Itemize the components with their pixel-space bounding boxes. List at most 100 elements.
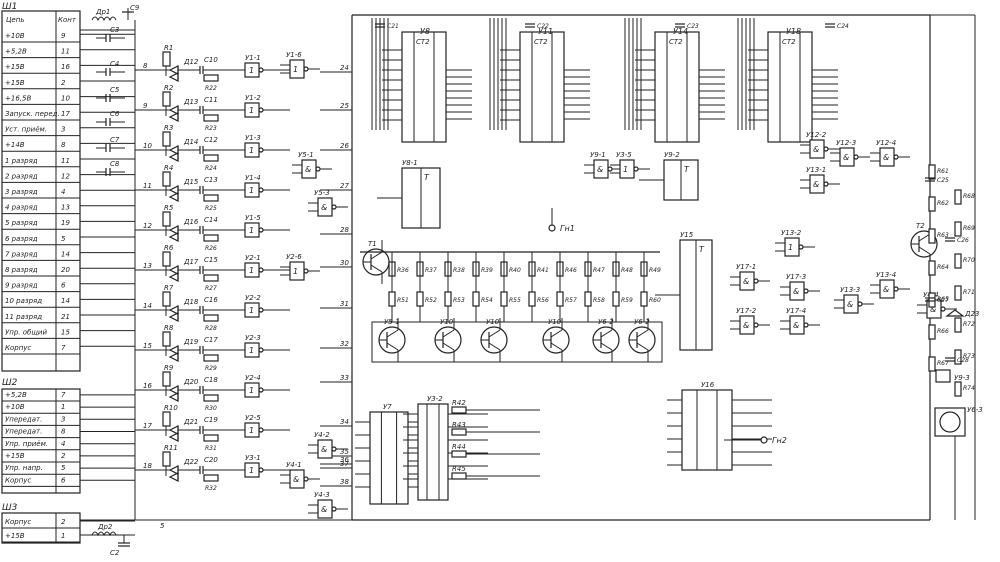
capacitor-label: C20	[204, 456, 218, 464]
resistor-label: R7	[164, 284, 174, 292]
resistor-label: R38	[453, 267, 465, 274]
capacitor-label: C13	[204, 176, 218, 184]
connector-row: Упр. приём.4	[2, 440, 135, 451]
transistor-label: Т1	[368, 240, 377, 248]
resistor	[203, 114, 219, 122]
resistor-label: R37	[425, 267, 437, 274]
resistor	[203, 314, 219, 322]
meter-block: У6-3	[934, 406, 983, 437]
capacitor-label: C25	[937, 177, 949, 184]
diode	[168, 265, 179, 282]
resistor-label: R29	[205, 365, 217, 372]
transistor-group	[371, 321, 663, 363]
chip-type: СТ2	[416, 38, 430, 46]
resistor-label: R32	[205, 485, 217, 492]
gate-label: У17-4	[786, 307, 806, 315]
pin-label: 10	[143, 142, 152, 150]
circuit-name: +15В	[5, 79, 25, 87]
gate-symbol: &	[793, 321, 799, 330]
gate-symbol: &	[597, 165, 603, 174]
diode	[168, 105, 179, 122]
flipflop-chip: ТУ9-2	[639, 151, 699, 201]
resistor-label: R48	[621, 267, 633, 274]
capacitor-label: C27	[937, 297, 949, 304]
diode	[168, 225, 179, 242]
chip-label: У18	[786, 27, 801, 36]
gate-symbol: &	[321, 445, 327, 454]
gate-symbol: 1	[249, 386, 254, 395]
pin-label: 8	[143, 62, 148, 70]
resistor-label: R58	[593, 297, 605, 304]
inverter-gate: 1У2-2	[244, 294, 264, 318]
resistor-label: R28	[205, 325, 217, 332]
capacitor-label: C6	[110, 110, 120, 118]
bus-pin: 27	[340, 182, 349, 190]
circuit-name: Упр. общий	[5, 328, 47, 336]
gate-label: У2-4	[245, 374, 261, 382]
gate-symbol: 1	[249, 306, 254, 315]
logic-gate: &У4-2	[308, 431, 348, 459]
gate-label: У1-6	[286, 51, 302, 59]
resistor	[162, 371, 171, 387]
bus-pin: 33	[340, 374, 349, 382]
resistor-label: R27	[205, 285, 217, 292]
gate-label: У2-1	[245, 254, 261, 262]
resistor: R59	[612, 252, 633, 322]
capacitor-label: C15	[204, 256, 218, 264]
gate-label: У1-5	[245, 214, 261, 222]
resistor-label: R4	[164, 164, 173, 172]
diode-label: Д15	[183, 178, 199, 186]
resistor	[162, 51, 171, 67]
capacitor-label: C8	[110, 160, 120, 168]
resistor: R42	[451, 399, 540, 414]
gate-symbol: &	[793, 287, 799, 296]
flipflop-chip: ТУ8-1	[377, 159, 441, 229]
inverter-gate: 1У1-3	[244, 134, 264, 158]
circuit-name: 2 разряд	[5, 172, 38, 180]
resistor: R51	[388, 252, 409, 322]
contact-number: 14	[61, 297, 70, 305]
capacitor: C27	[925, 297, 949, 304]
diode-label: Д14	[183, 138, 198, 146]
chip-label: У8	[420, 27, 430, 36]
resistor: R52	[416, 252, 437, 322]
resistor: R72	[954, 317, 975, 333]
chip-label: У9-2	[664, 151, 680, 159]
resistor-label: R67	[937, 360, 949, 367]
logic-gate: &У17-3	[780, 273, 820, 301]
resistor-label: R70	[963, 257, 975, 264]
resistor-label: R65	[937, 296, 949, 303]
gate-label: У4-1	[286, 461, 302, 469]
contact-number: 4	[61, 188, 65, 196]
resistor-label: R55	[509, 297, 521, 304]
part-label: У9-3	[954, 374, 970, 382]
contact-number: 15	[61, 328, 70, 336]
resistor-label: R74	[963, 385, 975, 392]
chip-label: У11	[538, 27, 553, 36]
chip-type: СТ2	[534, 38, 548, 46]
contact-number: 2	[61, 518, 66, 526]
resistor: R67	[928, 356, 949, 372]
decoder-chip: У7	[355, 403, 448, 505]
contact-number: 8	[61, 428, 66, 436]
bus-pin: 32	[340, 340, 349, 348]
resistor	[162, 91, 171, 107]
contact-number: 21	[61, 313, 70, 321]
contact-number: 17	[61, 110, 70, 118]
resistor-label: R64	[937, 264, 949, 271]
gate-symbol: 1	[623, 165, 628, 174]
